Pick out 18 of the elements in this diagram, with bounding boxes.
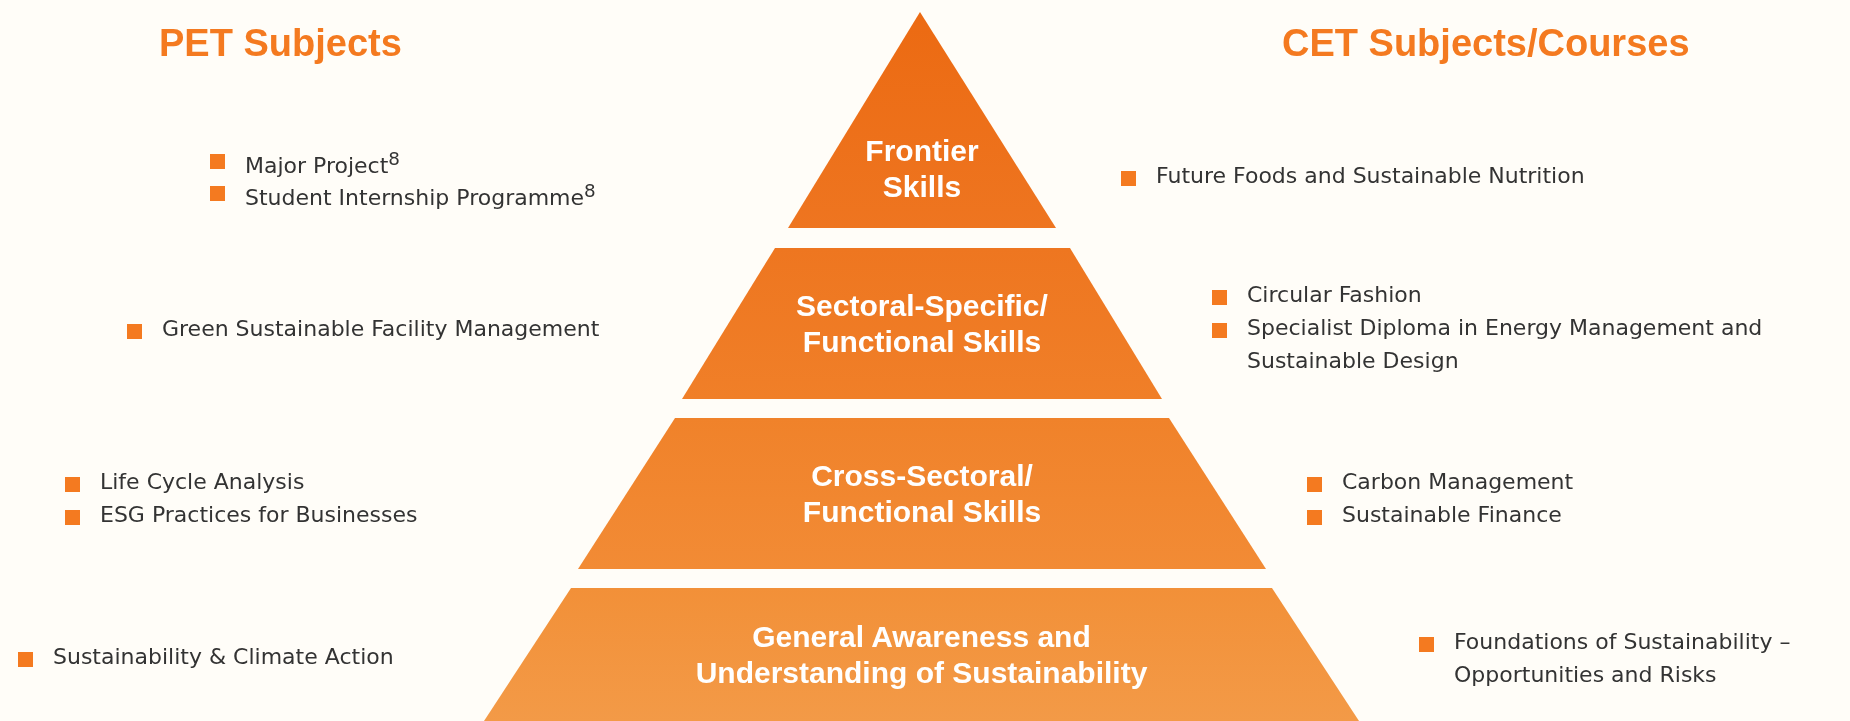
tier-label: Frontier Skills bbox=[864, 132, 980, 205]
tier-label: Sectoral-Specific/ Functional Skills bbox=[795, 287, 1049, 360]
list-item-text: Circular Fashion bbox=[1247, 281, 1422, 309]
list-item-text: Green Sustainable Facility Management bbox=[162, 315, 600, 343]
column-heading: PET Subjects bbox=[159, 22, 402, 65]
list-item-text: Sustainability & Climate Action bbox=[53, 643, 394, 671]
list-item-text: Specialist Diploma in Energy Management and Sustainable Design bbox=[1247, 314, 1764, 375]
list-item-text: Foundations of Sustainability – Opportunities and Risks bbox=[1454, 628, 1792, 689]
list-item-text: ESG Practices for Businesses bbox=[100, 501, 418, 529]
list-item-text: Major Project$^{8}$ bbox=[245, 147, 400, 181]
tier-label: Cross-Sectoral/ Functional Skills bbox=[801, 457, 1043, 530]
list-item-text: Future Foods and Sustainable Nutrition bbox=[1156, 162, 1585, 190]
list-item-text: Student Internship Programme$^{8}$ bbox=[245, 179, 596, 213]
list-item-text: Carbon Management bbox=[1342, 468, 1574, 496]
column-heading: CET Subjects/Courses bbox=[1282, 22, 1690, 65]
list-item-text: Sustainable Finance bbox=[1342, 501, 1562, 529]
tier-label: General Awareness and Understanding of Sustainability bbox=[694, 618, 1149, 691]
list-item-text: Life Cycle Analysis bbox=[100, 468, 305, 496]
